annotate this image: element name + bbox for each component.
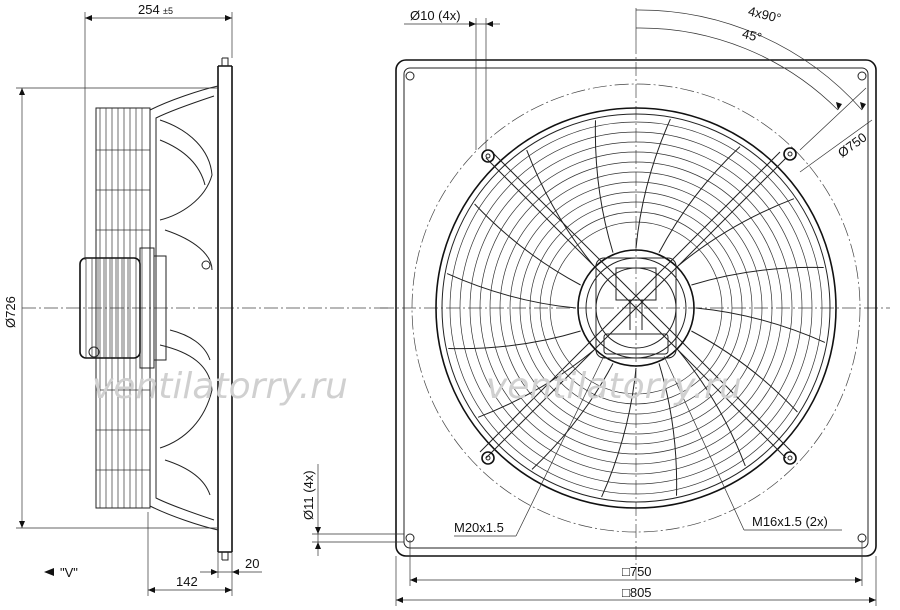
dim-gland-left-value: M20x1.5 [454, 520, 504, 535]
dim-outer-square-value: □805 [622, 585, 652, 600]
watermark-left: ventilatorry.ru [92, 366, 348, 407]
corner-holes [405, 71, 867, 543]
side-impeller-blades [159, 119, 213, 496]
side-motor [79, 247, 211, 369]
dim-gland-left: M20x1.5 [454, 355, 605, 537]
dim-circle: Ø750 [799, 119, 873, 173]
side-view: 254 ±5 Ø726 142 20 "V" [3, 2, 390, 596]
strut-screws [481, 147, 797, 465]
dim-outer-square: □805 [395, 556, 877, 606]
dim-bottom: 142 20 [147, 512, 262, 596]
guard-rings [449, 121, 823, 495]
view-arrow-icon [44, 568, 54, 576]
guard-radial-wire [594, 120, 614, 253]
watermark-right: ventilatorry.ru [486, 366, 742, 407]
view-label: "V" [44, 565, 78, 580]
front-view: Ø10 (4x) 4x90° 45° Ø750 Ø11 (4x) [301, 3, 890, 606]
side-guard-grille [95, 107, 151, 509]
dim-gland-right-value: M16x1.5 (2x) [752, 514, 828, 529]
guard-radial-wire [678, 350, 746, 467]
dim-depth: 254 ±5 [84, 2, 233, 260]
front-mounting-plate [395, 59, 877, 557]
dim-slot-value: Ø11 (4x) [301, 470, 316, 520]
side-plate-lip-bottom [221, 552, 229, 561]
guard-radial-wire [526, 149, 594, 266]
guard-radial-wires [446, 118, 826, 498]
dim-inner-square-value: □750 [622, 564, 652, 579]
front-mounting-plate-inner [403, 67, 869, 549]
guard-radial-wire [658, 146, 741, 253]
dim-hole-value: Ø10 (4x) [410, 8, 461, 23]
guard-radial-wire [691, 266, 824, 286]
guard-radial-wire [477, 350, 594, 418]
nozzle-ring-outer [435, 107, 837, 509]
dim-inner-square: □750 [409, 540, 863, 586]
dim-plate-value: 20 [245, 556, 259, 571]
dim-slot: Ø11 (4x) [301, 464, 404, 556]
guard-radial-wire [678, 198, 795, 266]
guard-radial-wire [658, 363, 678, 496]
dim-gland-right: M16x1.5 (2x) [663, 355, 842, 531]
side-shroud-inner [155, 95, 215, 521]
dim-hole: Ø10 (4x) [404, 8, 500, 150]
guard-radial-wire [695, 307, 826, 343]
side-plate-lip-top [221, 57, 229, 66]
guard-radial-wire [474, 203, 581, 286]
dim-diameter-value: Ø726 [3, 296, 18, 328]
guard-radial-wire [531, 363, 614, 470]
side-mounting-plate [217, 65, 233, 553]
motor-hub [577, 249, 695, 367]
guard-radial-wire [635, 118, 671, 249]
guard-radial-wire [446, 273, 577, 309]
dim-angle-a-value: 4x90° [747, 3, 783, 26]
guard-radial-wire [691, 330, 798, 413]
dim-angles: 4x90° 45° [635, 3, 867, 151]
nozzle-ring-inner [441, 113, 831, 503]
dim-angle-b-value: 45° [741, 26, 764, 45]
view-label-text: "V" [60, 565, 78, 580]
dim-diameter: Ø726 [3, 87, 218, 529]
dim-motor-value: 142 [176, 574, 198, 589]
bolt-circle [411, 83, 861, 533]
guard-radial-wire [448, 330, 581, 350]
guard-radial-wire [601, 367, 637, 498]
dim-depth-value: 254 [138, 2, 160, 17]
dim-depth-tolerance: ±5 [163, 6, 173, 16]
